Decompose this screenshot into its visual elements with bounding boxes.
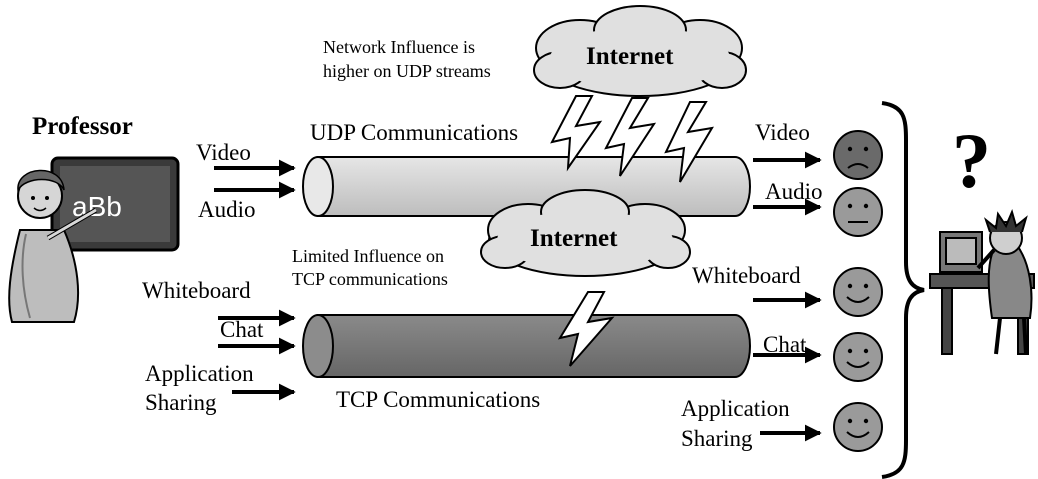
tcp-note-line1: Limited Influence on xyxy=(292,246,444,266)
curly-brace xyxy=(881,101,925,479)
cloud-mid-label: Internet xyxy=(530,225,618,252)
face-audio-neutral xyxy=(833,187,883,237)
input-label-audio: Audio xyxy=(198,197,256,222)
output-label-sharing: Sharing xyxy=(681,426,753,451)
udp-note-line2: higher on UDP streams xyxy=(323,61,491,81)
input-label-chat: Chat xyxy=(220,317,264,342)
cloud-top-label: Internet xyxy=(586,43,674,70)
professor-figure: aBb xyxy=(8,156,180,323)
output-arrows xyxy=(753,151,822,442)
student-computer xyxy=(929,209,1035,355)
udp-note-line1: Network Influence is xyxy=(323,37,475,57)
input-label-whiteboard: Whiteboard xyxy=(142,278,251,303)
cloud-mid xyxy=(480,189,691,277)
output-label-audio: Audio xyxy=(765,179,823,204)
input-label-sharing: Sharing xyxy=(145,390,217,415)
tcp-tube xyxy=(302,314,751,378)
tcp-note-line2: TCP communications xyxy=(292,269,448,289)
udp-tube xyxy=(302,156,751,217)
lightning-bolt-2 xyxy=(604,97,657,177)
face-whiteboard-happy xyxy=(833,267,883,317)
lightning-bolt-tcp xyxy=(557,291,615,367)
lightning-bolts xyxy=(550,95,714,367)
output-label-whiteboard: Whiteboard xyxy=(692,263,801,288)
output-label-application: Application xyxy=(681,396,790,421)
input-label-application: Application xyxy=(145,361,254,386)
face-chat-happy xyxy=(833,332,883,382)
udp-tube-label: UDP Communications xyxy=(310,120,519,145)
face-appsharing-happy xyxy=(833,402,883,452)
input-label-video: Video xyxy=(196,140,251,165)
lightning-bolt-1 xyxy=(550,95,603,172)
output-label-chat: Chat xyxy=(763,332,807,357)
input-arrows xyxy=(214,159,296,401)
tcp-tube-label: TCP Communications xyxy=(336,387,541,412)
output-label-video: Video xyxy=(755,120,810,145)
question-mark: ? xyxy=(952,117,991,204)
cloud-top xyxy=(533,5,747,97)
professor-label: Professor xyxy=(32,113,133,140)
lightning-bolt-3 xyxy=(664,101,714,183)
face-video-sad xyxy=(833,130,883,180)
